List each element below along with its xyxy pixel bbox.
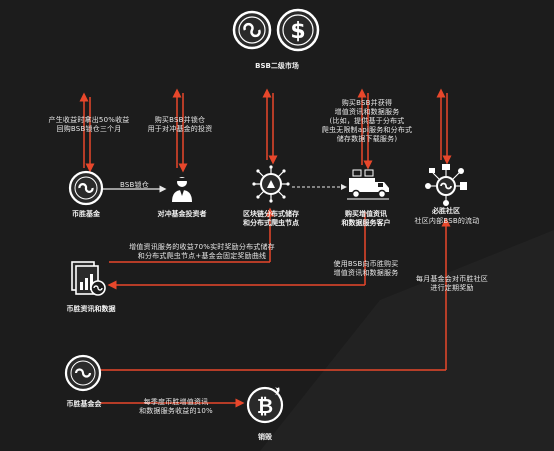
arrow-fund-market <box>79 92 95 173</box>
node-community-title: 必胜社区 <box>432 207 460 215</box>
node-fund-title: 币胜基金 <box>72 210 100 218</box>
swirl-coin-icon <box>68 170 104 206</box>
network-node-icon <box>252 165 290 203</box>
arrow-community-market <box>436 88 452 165</box>
node-foundation-title: 币胜基金会 <box>66 400 102 408</box>
label-line: 爬虫无限制api服务和分布式 <box>321 126 413 134</box>
label-use-bsb: 使用BSB向币胜购买 增值资讯和数据服务 <box>320 260 412 278</box>
label-line: 进行定期奖励 <box>430 284 474 292</box>
dollar-coin-icon: $ <box>276 8 320 52</box>
label-fund-market: 产生收益时拿出50%收益 回购BSB锁仓三个月 <box>44 116 134 134</box>
svg-text:₿: ₿ <box>257 394 273 418</box>
arrow-customer-market <box>357 88 373 170</box>
background-shade <box>260 230 554 451</box>
label-line: 和分布式爬虫节点+基金会固定奖励曲线 <box>137 252 267 260</box>
node-data-title: 币胜资讯和数据 <box>66 305 116 313</box>
label-reward: 增值资讯服务的收益70%实时奖励分布式储存 和分布式爬虫节点+基金会固定奖励曲线 <box>122 243 282 261</box>
node-line: 区块链分布式储存 <box>243 210 299 218</box>
document-chart-icon <box>71 261 106 296</box>
label-monthly-reward: 每月基金会对币胜社区 进行定期奖励 <box>404 275 500 293</box>
market-title: BSB二级市场 <box>255 62 299 70</box>
label-line: 社区内部BSB的流动 <box>414 217 480 225</box>
label-line: 产生收益时拿出50%收益 <box>48 116 130 124</box>
label-line: 增值资讯和数据服务 <box>333 269 399 277</box>
arrow-reward <box>109 207 275 263</box>
label-community-flow: 社区内部BSB的流动 <box>402 217 492 226</box>
label-line: 增值资讯服务的收益70%实时奖励分布式储存 <box>129 243 275 251</box>
label-investor-buy: 购买BSB并锁仓 用于对冲基金的投资 <box>137 116 223 134</box>
label-line: 每季度币胜增值资讯 <box>143 398 209 406</box>
label-line: 购买BSB并锁仓 <box>154 116 206 124</box>
arrow-use-bsb <box>107 212 366 290</box>
arrow-storage-market <box>262 88 278 165</box>
arrow-investor-market <box>172 88 188 173</box>
label-line: 增值资讯和数据服务 <box>334 108 400 116</box>
label-line: 和数据服务收益的10% <box>139 407 213 415</box>
label-line: 回购BSB锁仓三个月 <box>56 125 122 133</box>
node-line: 购买增值资讯 <box>345 210 387 218</box>
label-line: 每月基金会对币胜社区 <box>416 275 488 283</box>
node-storage-title: 区块链分布式储存 和分布式爬虫节点 <box>235 210 307 228</box>
node-burn-title: 销毁 <box>258 433 272 441</box>
svg-text:$: $ <box>290 19 305 44</box>
delivery-truck-icon <box>347 169 389 200</box>
label-line: 使用BSB向币胜购买 <box>333 260 399 268</box>
bitcoin-burn-icon: ₿ <box>246 386 284 424</box>
arrow-monthly-reward <box>100 217 451 371</box>
node-line: 和数据服务客户 <box>341 219 391 227</box>
label-quarterly-burn: 每季度币胜增值资讯 和数据服务收益的10% <box>130 398 222 416</box>
label-line: 储存数据下载服务) <box>336 135 398 143</box>
label-lock: BSB锁仓 <box>120 181 149 189</box>
investor-person-icon <box>172 177 192 202</box>
label-line: 用于对冲基金的投资 <box>147 125 213 133</box>
label-line: (比如，提供基于分布式 <box>329 117 405 125</box>
community-network-icon <box>425 164 467 206</box>
swirl-coin-icon <box>64 354 102 392</box>
label-customer-buy: 购买BSB并获得 增值资讯和数据服务 (比如，提供基于分布式 爬虫无限制api服… <box>308 99 426 144</box>
swirl-coin-icon <box>232 10 272 50</box>
node-investor-title: 对冲基金投资者 <box>157 210 207 218</box>
node-customer-title: 购买增值资讯 和数据服务客户 <box>330 210 402 228</box>
label-line: 购买BSB并获得 <box>341 99 393 107</box>
node-line: 和分布式爬虫节点 <box>243 219 299 227</box>
